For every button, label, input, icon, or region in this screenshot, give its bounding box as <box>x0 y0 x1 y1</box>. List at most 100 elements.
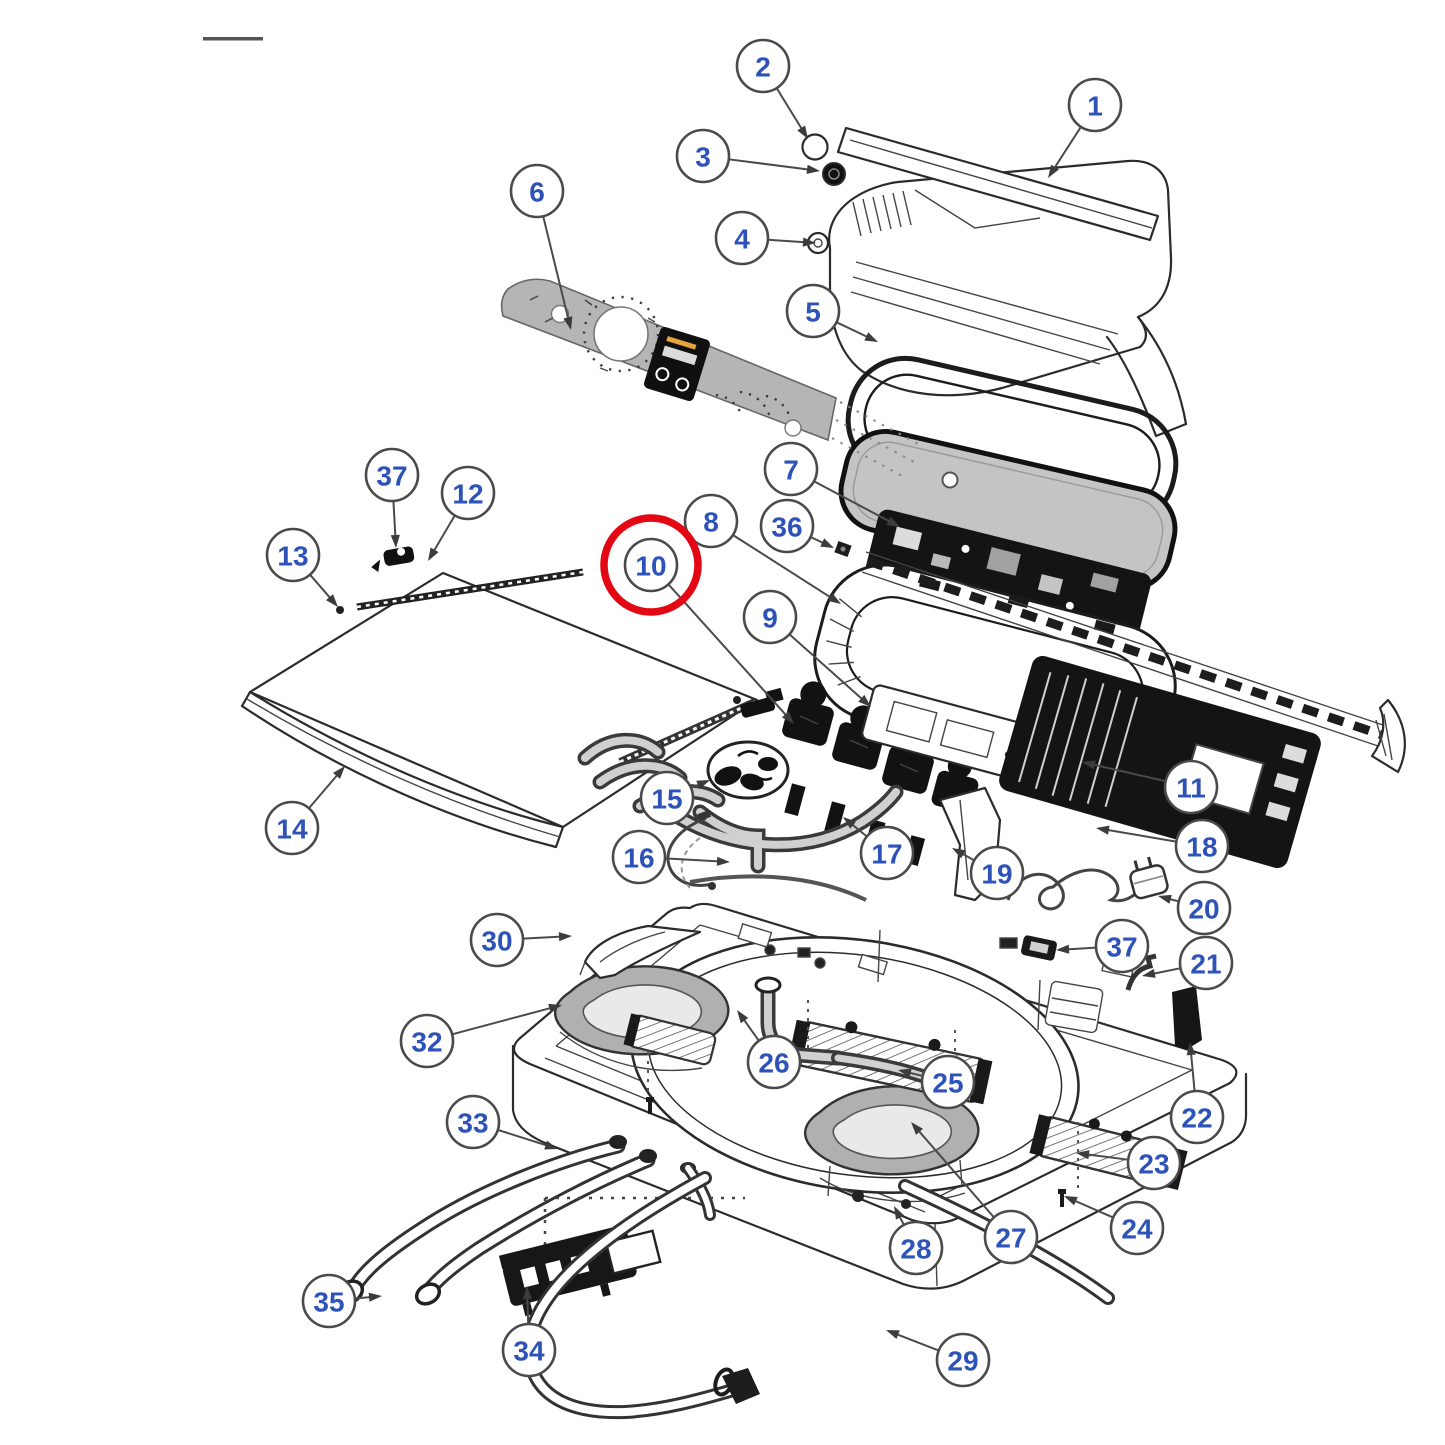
callout-37-left[interactable]: 37 <box>364 447 420 548</box>
hinge-cap <box>801 133 829 161</box>
leader-arrowhead <box>428 547 439 561</box>
leader-arrowhead <box>827 593 841 604</box>
leader-arrowhead <box>326 594 338 607</box>
control-panel-overlay <box>500 278 923 478</box>
callout-circle <box>264 800 320 856</box>
callout-21[interactable]: 21 <box>1142 935 1234 991</box>
leader-arrowhead <box>858 694 871 707</box>
callout-10[interactable]: 10 <box>600 514 794 724</box>
harness-grommet <box>706 740 790 800</box>
leader-line <box>1150 967 1181 976</box>
callout-29[interactable]: 29 <box>886 1330 991 1388</box>
handle-pad-right <box>804 1085 980 1209</box>
callout-9[interactable]: 9 <box>742 589 871 707</box>
callout-1[interactable]: 1 <box>1048 77 1123 178</box>
callout-number: 18 <box>1186 832 1217 863</box>
leader-arrowhead <box>781 711 794 724</box>
callout-circle <box>1174 818 1230 874</box>
leader-line <box>732 534 834 600</box>
callout-14[interactable]: 14 <box>264 766 345 856</box>
callout-18[interactable]: 18 <box>1096 818 1230 874</box>
leader-arrowhead <box>737 1010 749 1024</box>
power-plug <box>1129 856 1169 900</box>
leader-arrowhead <box>1048 164 1059 178</box>
callout-circle <box>1169 1089 1225 1145</box>
hinge-rod <box>356 568 584 611</box>
callout-7[interactable]: 7 <box>763 441 900 527</box>
callout-circle <box>935 1332 991 1388</box>
callout-circle <box>509 163 565 219</box>
leader-line <box>542 216 570 322</box>
callout-36[interactable]: 36 <box>759 498 834 554</box>
callout-number: 22 <box>1181 1103 1212 1134</box>
leader-line <box>392 500 397 540</box>
callout-17[interactable]: 17 <box>843 817 915 881</box>
callout-number: 4 <box>734 224 750 255</box>
leader-arrowhead <box>898 1068 912 1078</box>
callout-25[interactable]: 25 <box>898 1054 976 1110</box>
callout-number: 13 <box>277 541 308 572</box>
callout-26[interactable]: 26 <box>737 1010 802 1090</box>
callout-24[interactable]: 24 <box>1064 1196 1165 1256</box>
callout-number: 15 <box>651 784 682 815</box>
callout-35[interactable]: 35 <box>301 1273 382 1329</box>
leader-arrowhead <box>716 856 730 866</box>
callout-circle <box>746 1034 802 1090</box>
leader-line <box>1084 1153 1129 1161</box>
callout-20[interactable]: 20 <box>1158 880 1232 936</box>
glass-hole <box>941 471 959 489</box>
callout-circle <box>1094 918 1150 974</box>
callout-number: 20 <box>1188 894 1219 925</box>
leader-arrowhead <box>911 1122 924 1135</box>
leader-arrowhead <box>390 534 400 548</box>
leader-line <box>836 321 871 340</box>
damper-bar-left <box>623 1013 717 1066</box>
callout-circle <box>714 210 770 266</box>
callout-12[interactable]: 12 <box>428 465 496 561</box>
callout-33[interactable]: 33 <box>445 1094 558 1150</box>
leader-line <box>1064 946 1097 951</box>
callout-3[interactable]: 3 <box>675 128 820 184</box>
callout-22[interactable]: 22 <box>1169 1042 1225 1145</box>
callout-19[interactable]: 19 <box>952 845 1025 901</box>
leader-arrowhead <box>1096 825 1110 835</box>
callout-30[interactable]: 30 <box>469 912 572 968</box>
callout-5[interactable]: 5 <box>785 283 878 342</box>
callout-27[interactable]: 27 <box>911 1122 1039 1265</box>
callout-2[interactable]: 2 <box>735 38 808 139</box>
callout-6[interactable]: 6 <box>509 163 573 330</box>
vent-slats <box>852 190 912 237</box>
pressure-hose-wire <box>666 810 867 902</box>
harness-clip <box>1021 935 1057 961</box>
callout-circle <box>1109 1200 1165 1256</box>
callout-number: 5 <box>805 297 821 328</box>
callout-number: 27 <box>995 1223 1026 1254</box>
leader-arrowhead <box>1158 894 1172 904</box>
callout-13[interactable]: 13 <box>265 527 338 607</box>
callout-circle <box>440 465 496 521</box>
callout-8[interactable]: 8 <box>683 493 841 604</box>
leader-arrowhead <box>1056 944 1070 954</box>
callout-4[interactable]: 4 <box>714 210 816 266</box>
callout-34[interactable]: 34 <box>501 1286 557 1378</box>
leader-line <box>1052 126 1082 171</box>
callout-circle <box>469 912 525 968</box>
callout-circle <box>445 1094 501 1150</box>
callout-23[interactable]: 23 <box>1076 1135 1182 1191</box>
callout-37-right[interactable]: 37 <box>1056 918 1150 974</box>
damper-screw <box>1058 1189 1066 1207</box>
leader-arrowhead <box>1082 760 1096 770</box>
callout-15[interactable]: 15 <box>639 770 710 826</box>
leader-line <box>664 857 722 863</box>
selector-plate <box>861 684 1039 782</box>
drain-hose-fitting <box>713 1367 760 1404</box>
hinge-screw <box>336 606 344 614</box>
callout-11[interactable]: 11 <box>1082 759 1219 815</box>
callout-16[interactable]: 16 <box>611 829 730 885</box>
callout-number: 1 <box>1087 91 1103 122</box>
callout-32[interactable]: 32 <box>399 1003 562 1069</box>
callout-circle <box>1126 1135 1182 1191</box>
callout-28[interactable]: 28 <box>888 1206 944 1276</box>
